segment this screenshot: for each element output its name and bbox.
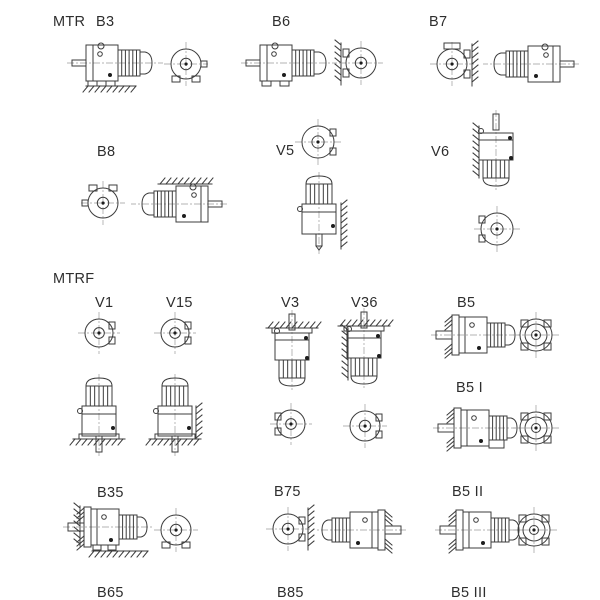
- position-label-B3: B3: [96, 14, 114, 30]
- position-label-V5: V5: [276, 143, 294, 159]
- position-label-B8: B8: [97, 144, 115, 160]
- position-label-B75: B75: [274, 484, 301, 500]
- figure-V1: [69, 312, 126, 456]
- position-label-B5II: B5 II: [452, 484, 483, 500]
- figure-B5: [431, 312, 559, 359]
- figure-V3: [265, 310, 322, 445]
- figure-B8: [81, 177, 227, 225]
- section-label-MTR: MTR: [53, 14, 85, 30]
- position-label-V3: V3: [281, 295, 299, 311]
- position-label-B7: B7: [429, 14, 447, 30]
- figure-B6: [241, 39, 383, 87]
- figure-B7: [430, 40, 579, 87]
- figure-V15: [145, 312, 203, 456]
- figure-V6: [472, 110, 520, 252]
- position-label-B5: B5: [457, 295, 475, 311]
- figure-B5II: [435, 507, 557, 554]
- figure-B35: [63, 502, 198, 558]
- figure-V36: [337, 308, 394, 448]
- position-label-B65: B65: [97, 585, 124, 600]
- position-label-B35: B35: [97, 485, 124, 501]
- figure-V5: [295, 119, 348, 254]
- position-label-V6: V6: [431, 144, 449, 160]
- position-label-V36: V36: [351, 295, 378, 311]
- position-label-B6: B6: [272, 14, 290, 30]
- position-label-B5III: B5 III: [451, 585, 487, 600]
- figure-B5I: [433, 405, 559, 452]
- position-label-B85: B85: [277, 585, 304, 600]
- position-label-V1: V1: [95, 295, 113, 311]
- figure-B75: [266, 504, 406, 554]
- position-label-V15: V15: [166, 295, 193, 311]
- section-label-MTRF: MTRF: [53, 271, 94, 287]
- position-label-B5I: B5 I: [456, 380, 483, 396]
- figure-B3: [67, 42, 208, 93]
